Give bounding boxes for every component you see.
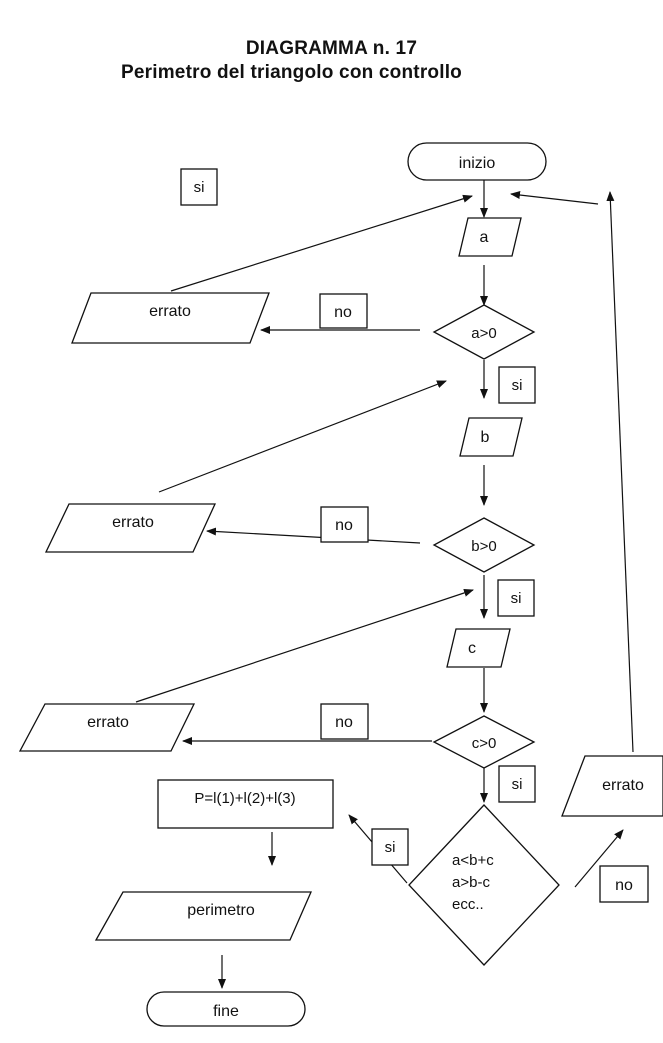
- label-si-a: si: [512, 377, 523, 394]
- label-si-top-box: [180, 168, 218, 206]
- label-no-a-box: [319, 293, 368, 329]
- label-si-c: si: [512, 776, 523, 793]
- label-si-a-box: [498, 366, 536, 404]
- input-c-label: c: [468, 640, 476, 657]
- error-triangle-label: errato: [602, 777, 644, 794]
- label-no-b-box: [320, 506, 369, 543]
- label-si-b: si: [511, 590, 522, 607]
- decision-a-label: a>0: [471, 325, 496, 342]
- connectors: [135, 180, 634, 989]
- decision-b-label: b>0: [471, 538, 496, 555]
- start-terminal: [407, 142, 547, 181]
- decision-c: [432, 715, 536, 769]
- error-a-label: errato: [149, 303, 191, 320]
- input-a-label: a: [480, 229, 489, 246]
- label-no-triangle-box: [599, 865, 649, 903]
- label-si-b-box: [497, 579, 535, 617]
- input-c: [446, 628, 511, 668]
- label-no-c-box: [320, 703, 369, 740]
- decision-b: [432, 517, 536, 573]
- label-si-c-box: [498, 765, 536, 803]
- error-output-b: [44, 503, 217, 553]
- label-no-a: no: [334, 304, 352, 321]
- error-output-a: [71, 292, 270, 344]
- error-b-label: errato: [112, 514, 154, 531]
- input-b-label: b: [481, 429, 490, 446]
- decision-triangle-line3: ecc..: [452, 896, 484, 913]
- output-perimeter: [94, 891, 312, 941]
- perimeter-formula: [157, 779, 334, 829]
- end-label: fine: [213, 1003, 239, 1020]
- diagram-subtitle: Perimetro del triangolo con controllo: [121, 62, 462, 83]
- error-output-triangle: [561, 755, 663, 817]
- input-a: [458, 217, 522, 257]
- decision-c-label: c>0: [472, 735, 497, 752]
- label-no-b: no: [335, 517, 353, 534]
- decision-triangle: [408, 804, 560, 966]
- input-b: [459, 417, 523, 457]
- start-label: inizio: [459, 155, 496, 172]
- output-perimeter-label: perimetro: [187, 902, 255, 919]
- error-output-c: [18, 703, 196, 752]
- label-si-top: si: [194, 179, 205, 196]
- error-c-label: errato: [87, 714, 129, 731]
- label-si-triangle-box: [371, 828, 409, 866]
- end-terminal: [146, 991, 306, 1027]
- decision-triangle-line2: a>b-c: [452, 874, 490, 891]
- perimeter-formula-label: P=l(1)+l(2)+l(3): [194, 790, 295, 807]
- label-no-c: no: [335, 714, 353, 731]
- decision-a: [432, 304, 536, 360]
- decision-triangle-line1: a<b+c: [452, 852, 494, 869]
- label-si-triangle: si: [385, 839, 396, 856]
- diagram-title: DIAGRAMMA n. 17: [245, 38, 418, 59]
- label-no-triangle: no: [615, 877, 633, 894]
